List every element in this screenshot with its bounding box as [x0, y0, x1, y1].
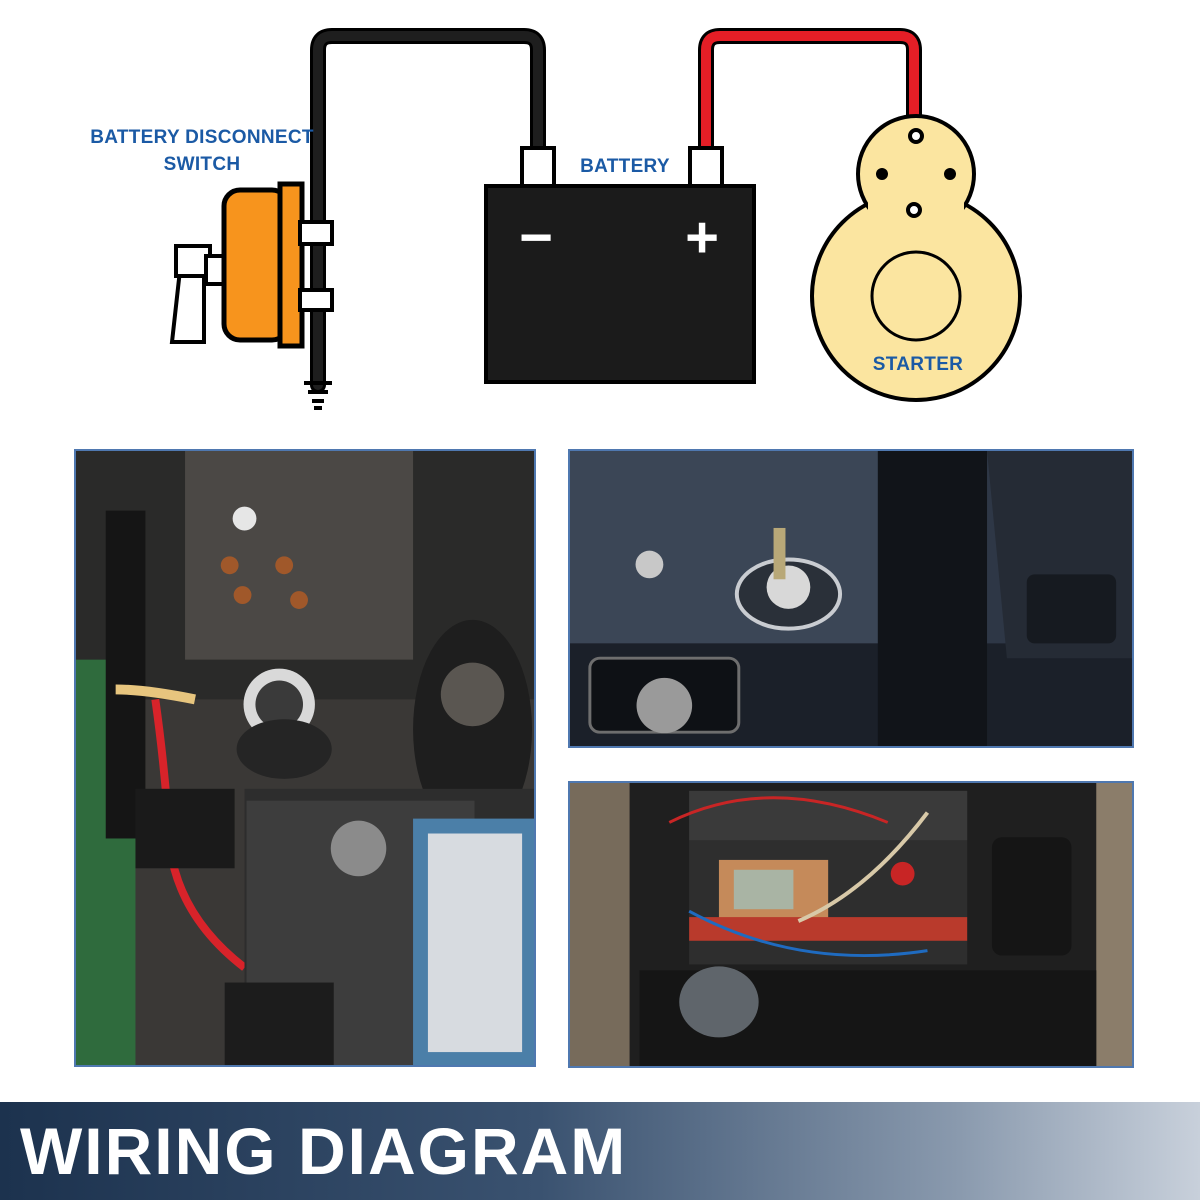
wiring-diagram-canvas [169, 28, 1022, 410]
switch-label: BATTERY DISCONNECT SWITCH [90, 127, 314, 175]
footer-banner: WIRING DIAGRAM [0, 1102, 1200, 1200]
battery-box-switch-photo [568, 781, 1134, 1068]
negative-terminal-sign: − [519, 205, 553, 270]
wiring-diagram: BATTERY DISCONNECT SWITCH BATTERY STARTE… [0, 0, 1200, 440]
battery-label: BATTERY [580, 156, 670, 177]
battery-icon [484, 146, 756, 384]
engine-bay-switch-photo [74, 449, 536, 1067]
disconnect-switch-icon [169, 181, 334, 349]
footer-title: WIRING DIAGRAM [20, 1114, 628, 1188]
starter-icon [810, 114, 1022, 402]
panel-mounted-switch-photo [568, 449, 1134, 748]
ground-icon [304, 381, 332, 410]
positive-terminal-sign: + [685, 205, 719, 270]
starter-label: STARTER [872, 354, 964, 375]
